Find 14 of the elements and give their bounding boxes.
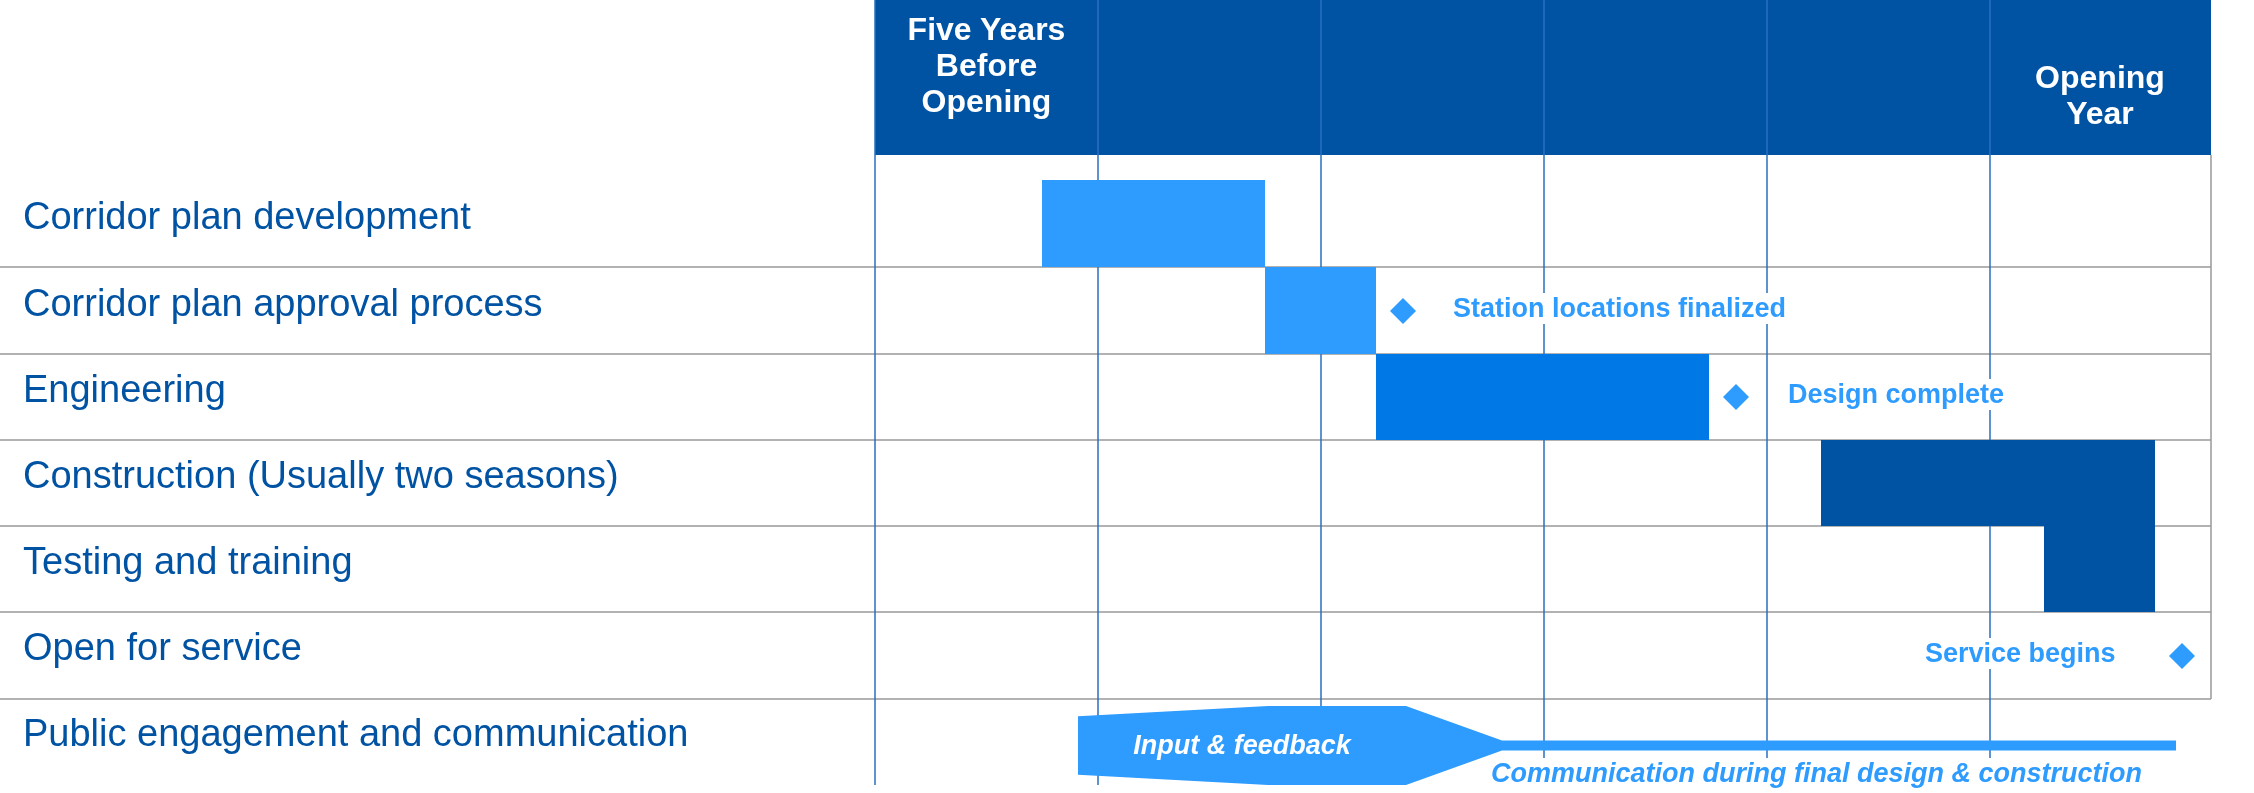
row-label: Testing and training [23, 540, 353, 583]
row-label: Corridor plan approval process [23, 282, 543, 325]
row-label: Open for service [23, 626, 302, 669]
gantt-bar [1376, 354, 1709, 440]
row-label: Corridor plan development [23, 195, 471, 238]
column-header: Opening Year [2034, 60, 2166, 132]
row-label: Engineering [23, 368, 226, 411]
gantt-bar [1821, 440, 2155, 526]
gantt-bar [1265, 267, 1376, 354]
row-label: Public engagement and communication [23, 712, 689, 755]
gantt-bar [2044, 526, 2155, 612]
row-label: Construction (Usually two seasons) [23, 454, 619, 497]
gantt-bar [1042, 180, 1265, 267]
column-header: Five Years Before Opening [906, 12, 1067, 120]
